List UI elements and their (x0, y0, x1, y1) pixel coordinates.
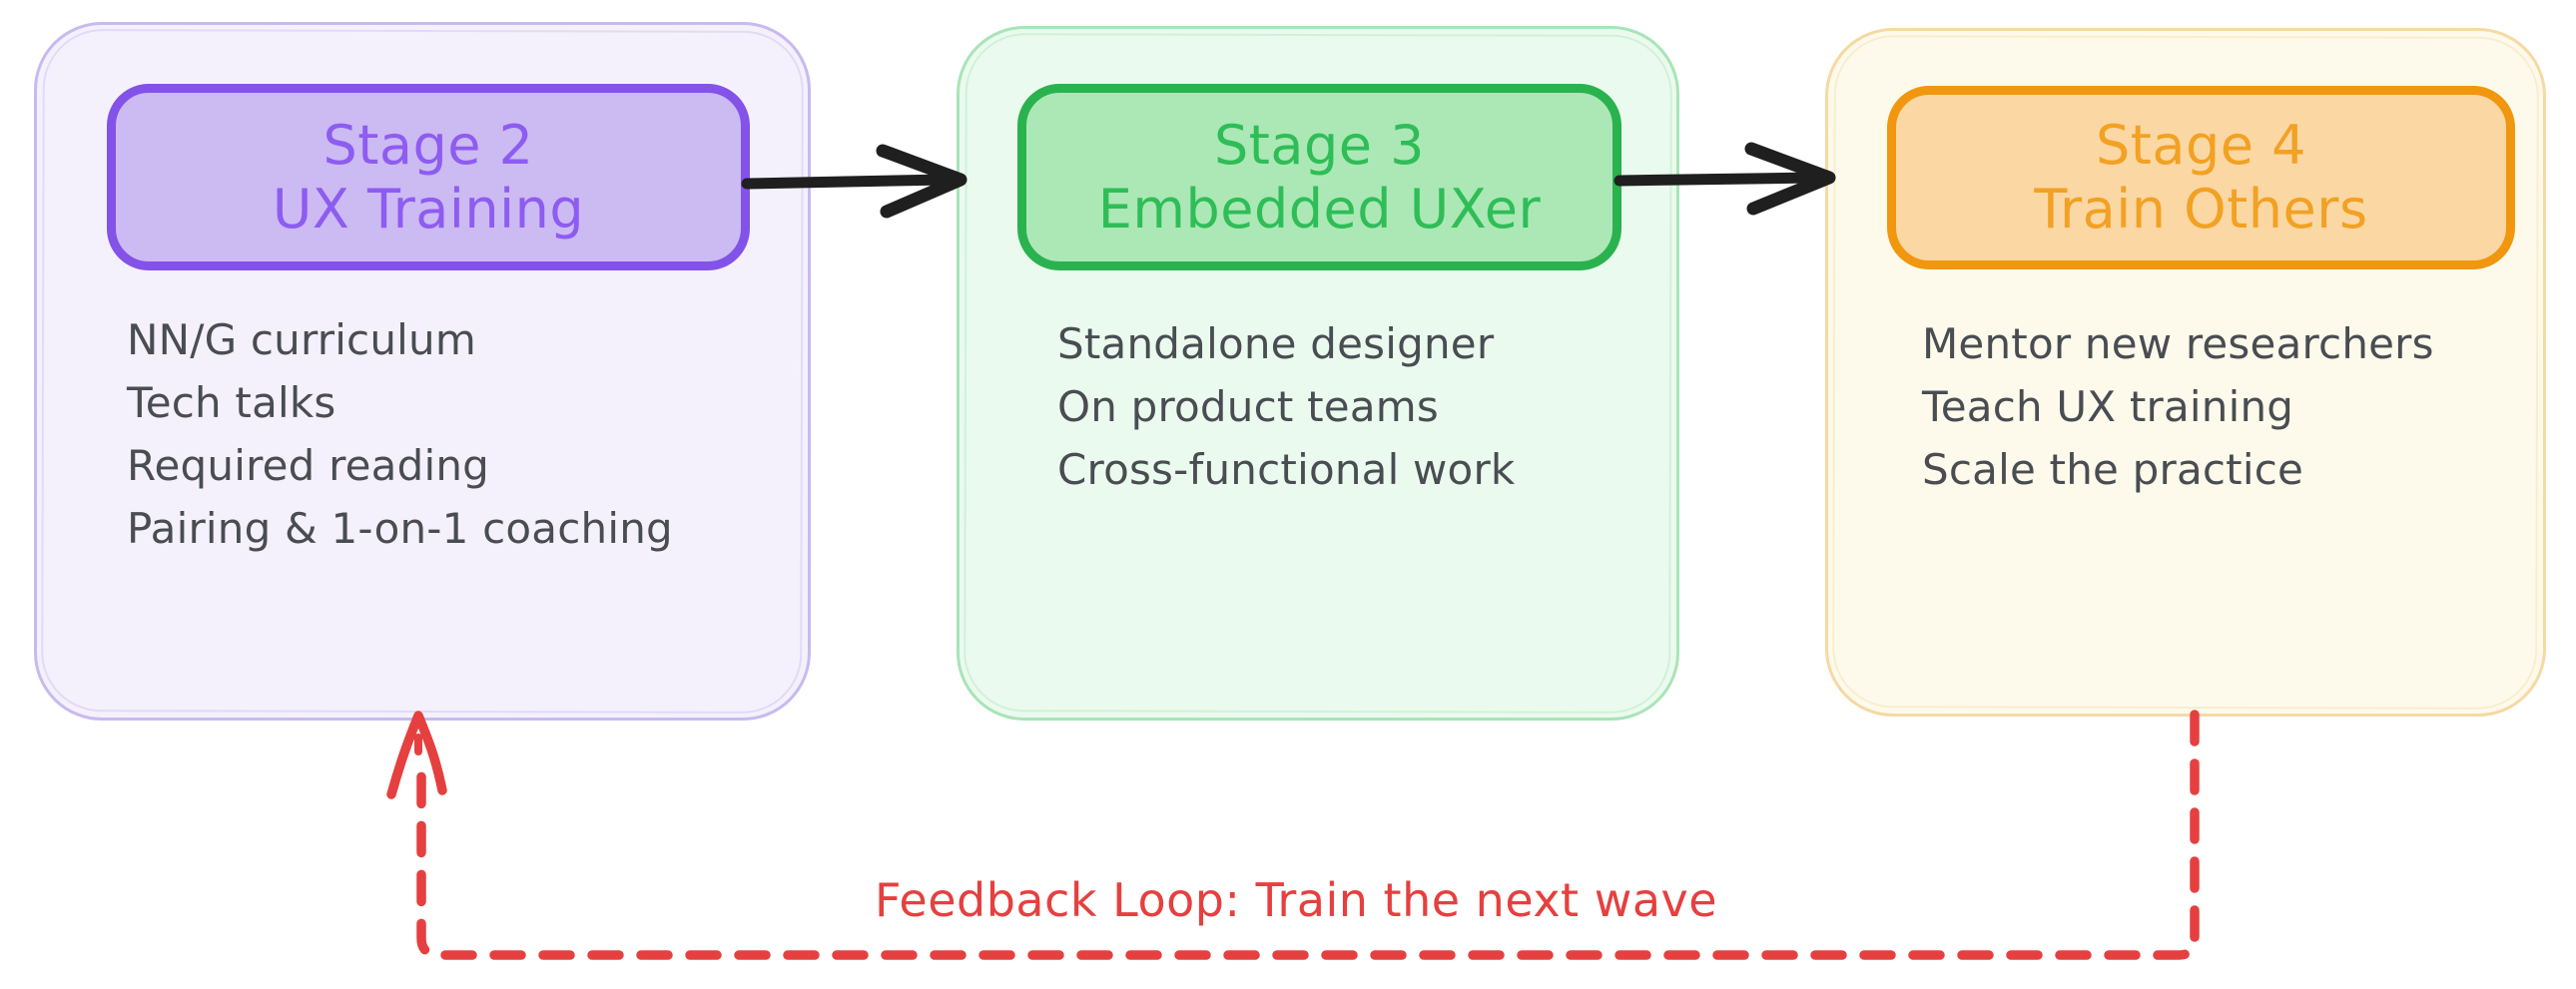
stage2-item: Required reading (127, 441, 490, 490)
stage2-card: Stage 2 UX Training NN/G curriculum Tech… (34, 22, 811, 721)
stage4-subtitle: Train Others (2034, 178, 2368, 241)
stage2-items: NN/G curriculum Tech talks Required read… (127, 308, 673, 560)
stage4-card: Stage 4 Train Others Mentor new research… (1825, 28, 2546, 717)
stage3-item: On product teams (1057, 382, 1439, 431)
stage4-item: Mentor new researchers (1922, 319, 2434, 368)
stage3-title: Stage 3 (1213, 113, 1426, 177)
stage4-item: Teach UX training (1922, 382, 2294, 431)
stage2-subtitle: UX Training (272, 177, 585, 241)
stage2-header: Stage 2 UX Training (107, 84, 750, 270)
stage2-item: Pairing & 1-on-1 coaching (127, 504, 673, 553)
stage3-card: Stage 3 Embedded UXer Standalone designe… (957, 26, 1679, 721)
stage2-item: Tech talks (127, 378, 336, 427)
stage4-items: Mentor new researchers Teach UX training… (1922, 312, 2434, 501)
feedback-loop-label: Feedback Loop: Train the next wave (874, 873, 1718, 927)
stage4-item: Scale the practice (1922, 445, 2304, 494)
stage3-item: Cross-functional work (1057, 445, 1516, 494)
stage4-header: Stage 4 Train Others (1887, 86, 2515, 269)
stage2-item: NN/G curriculum (127, 315, 476, 364)
stage4-title: Stage 4 (2095, 114, 2307, 177)
stage3-item: Standalone designer (1057, 319, 1495, 368)
stage2-title: Stage 2 (322, 113, 534, 177)
stage3-subtitle: Embedded UXer (1097, 177, 1542, 241)
stage3-header: Stage 3 Embedded UXer (1017, 84, 1621, 270)
stage3-items: Standalone designer On product teams Cro… (1057, 312, 1515, 501)
